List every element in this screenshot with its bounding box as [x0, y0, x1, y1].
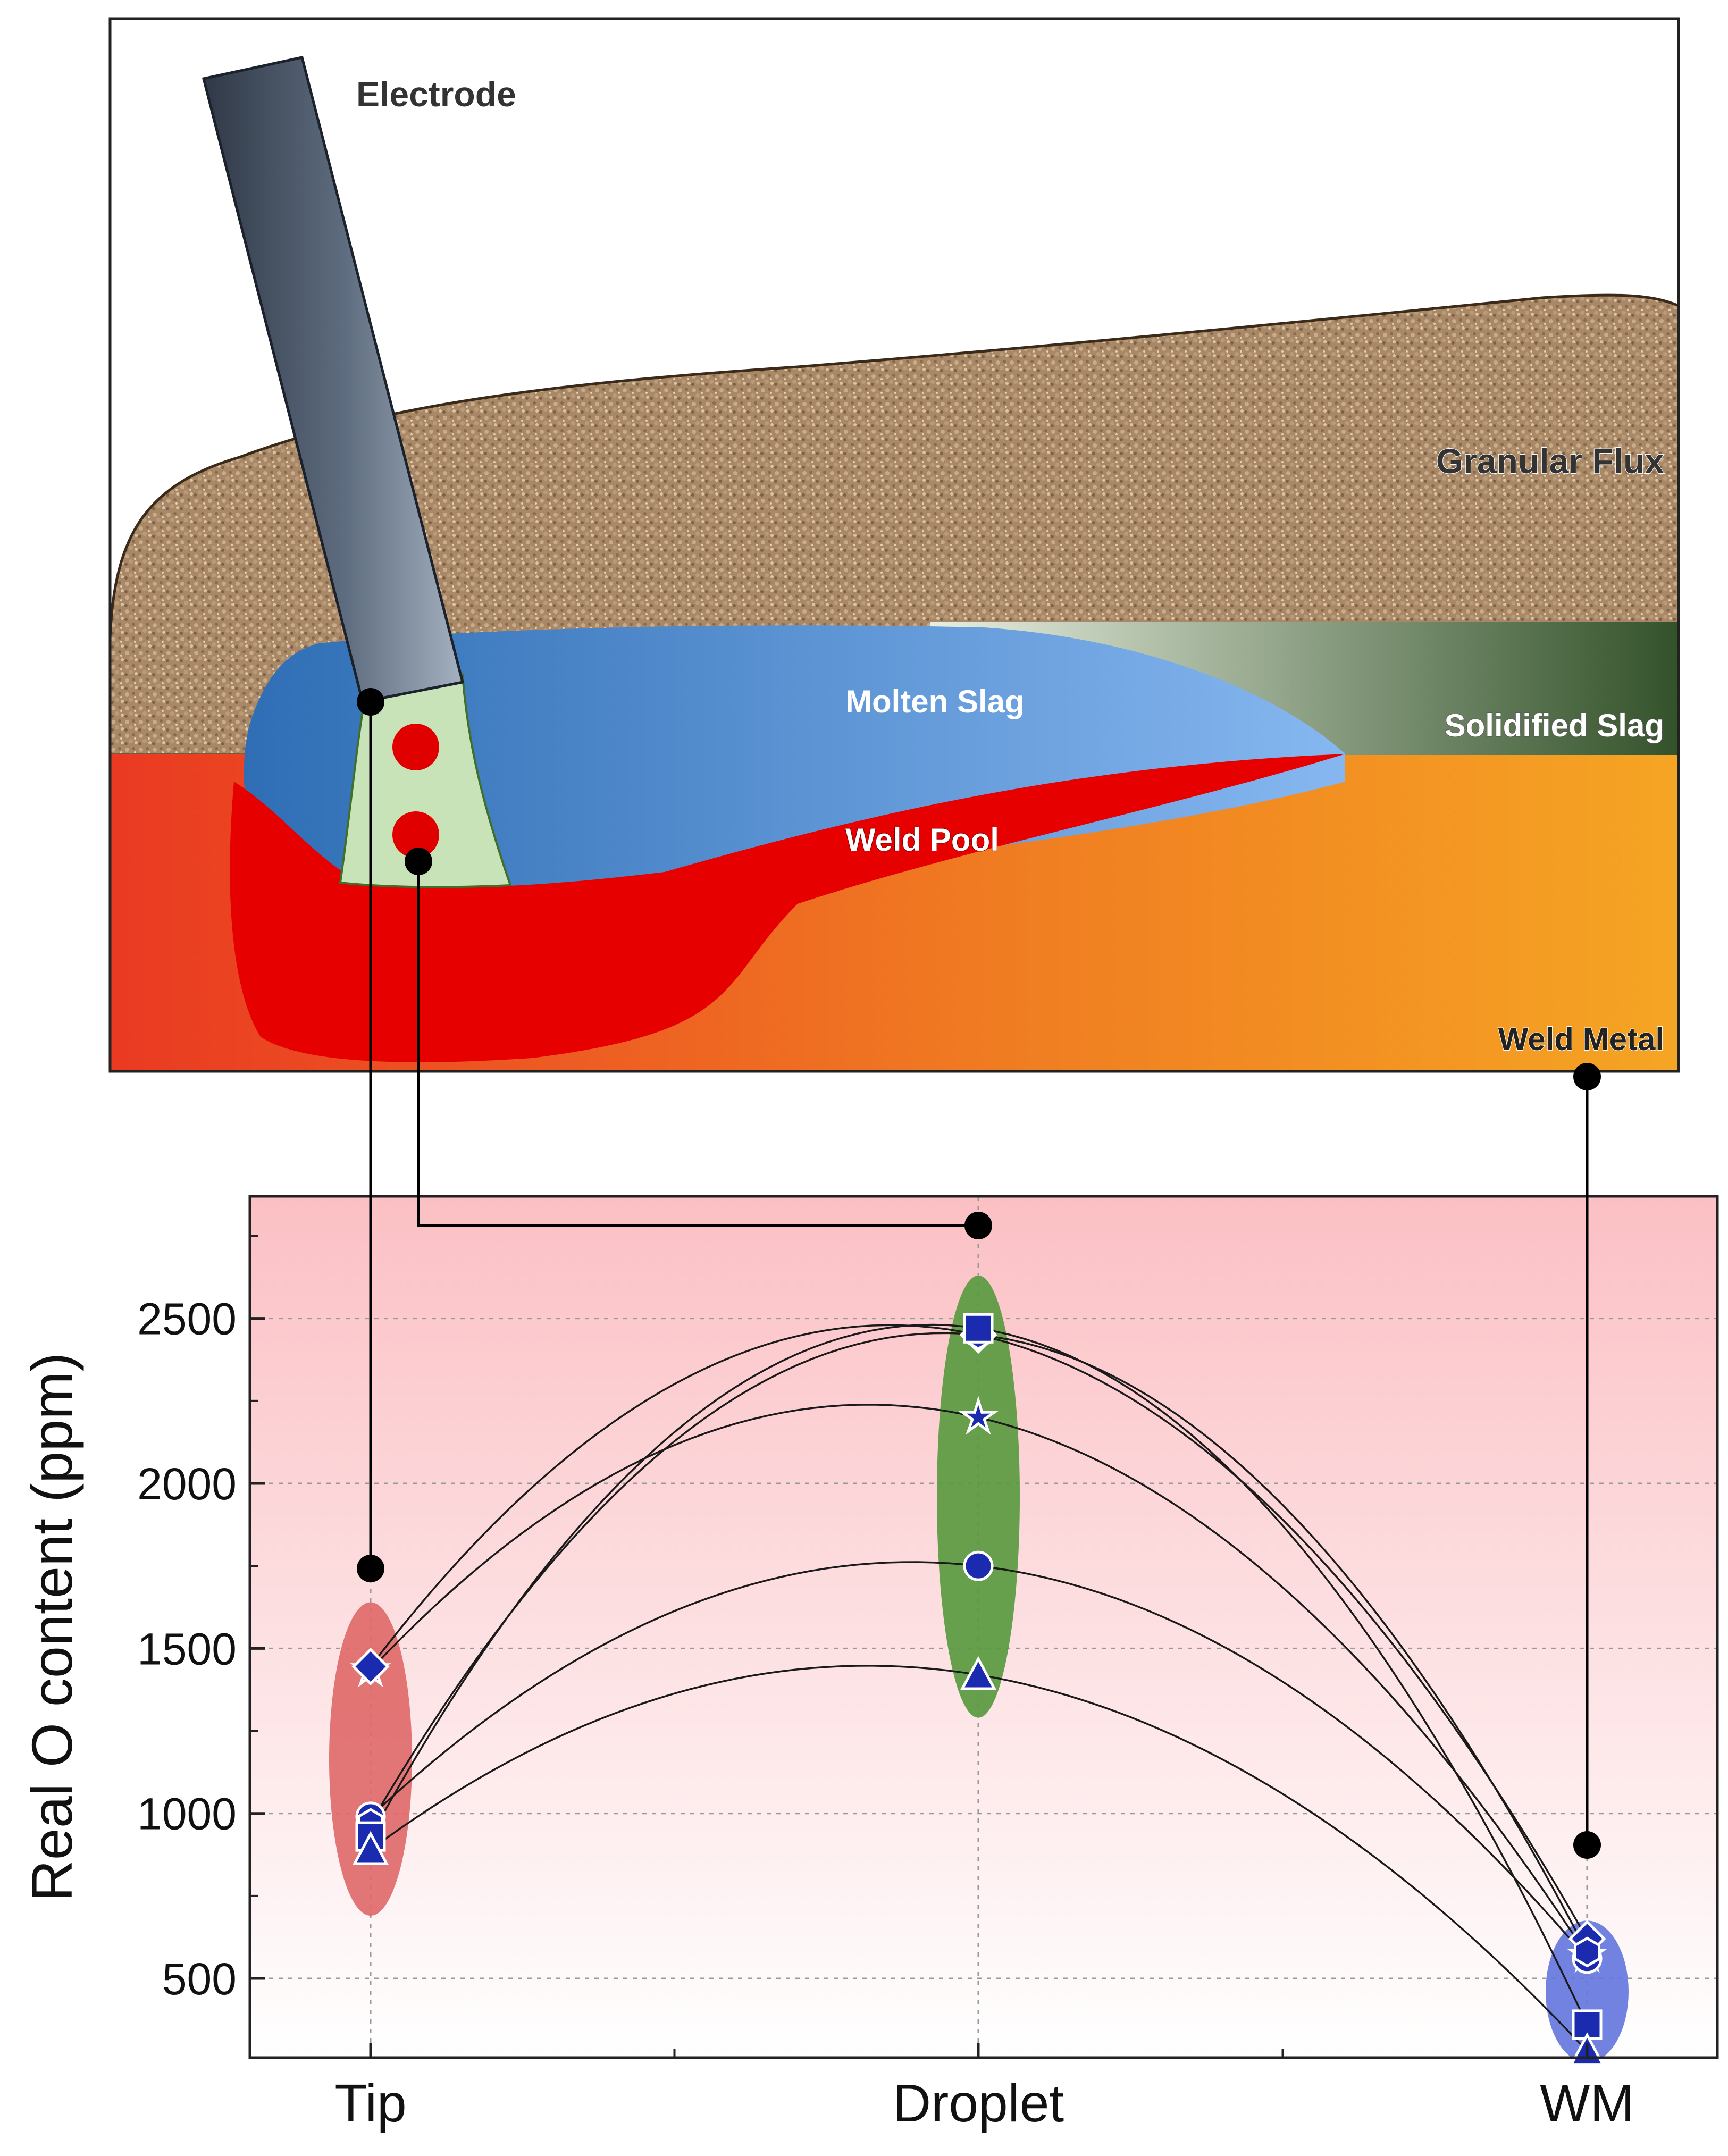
- plot-frame: [248, 1195, 1719, 2059]
- x-tick-label-droplet: Droplet: [893, 2074, 1064, 2133]
- label-weld-metal: Weld Metal: [1498, 1021, 1664, 1057]
- label-solidified-slag: Solidified Slag: [1445, 708, 1664, 743]
- x-tick-label-tip: Tip: [334, 2074, 406, 2133]
- marker-diamond-tip: [351, 1647, 390, 1686]
- label-weld-pool: Weld Pool: [845, 822, 999, 858]
- marker-triangle-tip: [352, 1831, 389, 1865]
- label-granular-flux: Granular Flux: [1436, 441, 1664, 481]
- droplet-lower: [392, 811, 439, 858]
- arc-region: [339, 674, 512, 888]
- marker-triangle-droplet: [960, 1656, 997, 1690]
- marker-square-droplet: [963, 1313, 994, 1344]
- connector-dot-droplet: [405, 848, 432, 875]
- cluster-ellipses: [329, 1275, 1629, 2063]
- connector-dot-electrode-tip: [357, 688, 384, 716]
- series-markers: [350, 1313, 1608, 2067]
- y-tick-label-2000: 2000: [137, 1459, 237, 1509]
- electrode-rod: [202, 56, 465, 703]
- weld-pool-region: [230, 754, 1345, 1062]
- y-tick-label-1500: 1500: [137, 1624, 237, 1674]
- x-tick-label-wm: WM: [1540, 2074, 1634, 2133]
- connector-dot-tip-chart: [357, 1555, 384, 1582]
- cluster-wm: [1546, 1920, 1629, 2063]
- diagram-frame: [108, 17, 1680, 1073]
- y-axis-title: Real O content (ppm): [20, 1353, 84, 1901]
- droplet-upper: [392, 724, 439, 770]
- y-tick-label-1000: 1000: [137, 1789, 237, 1839]
- cluster-tip: [329, 1602, 412, 1916]
- connector-dot-droplet-chart: [964, 1212, 992, 1239]
- connector-droplet: [417, 861, 978, 1227]
- connector-dot-weld-metal: [1573, 1063, 1601, 1090]
- welding-process-diagram: Electrode Granular Flux Molten Slag Soli…: [110, 19, 1679, 1071]
- marker-circle-droplet: [963, 1550, 994, 1581]
- marker-hexagon-wm: [1574, 1936, 1600, 1968]
- y-tick-label-2500: 2500: [137, 1294, 237, 1344]
- marker-star-droplet: [958, 1396, 999, 1435]
- label-molten-slag: Molten Slag: [845, 684, 1025, 719]
- connector-lines: [357, 688, 1601, 1859]
- cluster-droplet: [937, 1275, 1020, 1718]
- label-electrode: Electrode: [356, 74, 516, 114]
- y-tick-label-500: 500: [162, 1954, 237, 2004]
- connector-dot-wm-chart: [1573, 1831, 1601, 1859]
